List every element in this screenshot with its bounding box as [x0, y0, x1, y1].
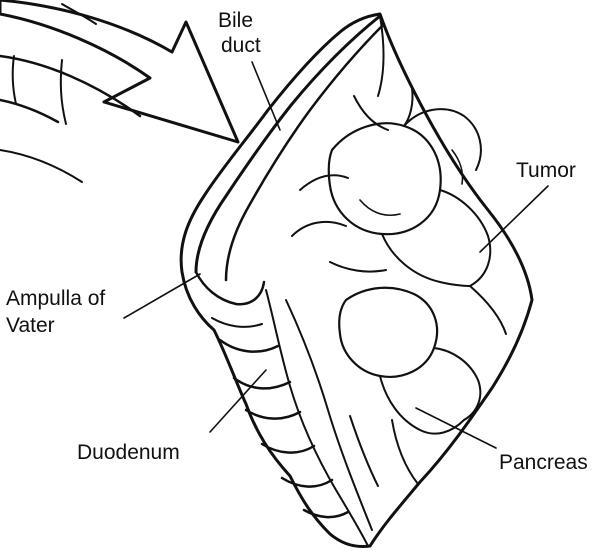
- label-ampulla-line1: Ampulla of: [6, 287, 106, 310]
- leader-tumor: [479, 185, 549, 253]
- leader-pancreas: [415, 407, 497, 449]
- leader-ampulla: [123, 273, 201, 319]
- label-pancreas: Pancreas: [499, 451, 588, 474]
- leader-lines: [123, 61, 549, 449]
- label-duodenum: Duodenum: [77, 441, 180, 464]
- leader-duodenum: [209, 369, 267, 433]
- direction-arrow: [0, 0, 240, 183]
- label-ampulla-line2: Vater: [6, 314, 55, 337]
- leader-bile-duct: [251, 61, 281, 131]
- pancreas-specimen: [179, 12, 534, 548]
- label-tumor: Tumor: [516, 159, 576, 182]
- label-bile-duct-line1: Bile: [218, 9, 254, 32]
- label-bile-duct-line2: duct: [221, 34, 261, 57]
